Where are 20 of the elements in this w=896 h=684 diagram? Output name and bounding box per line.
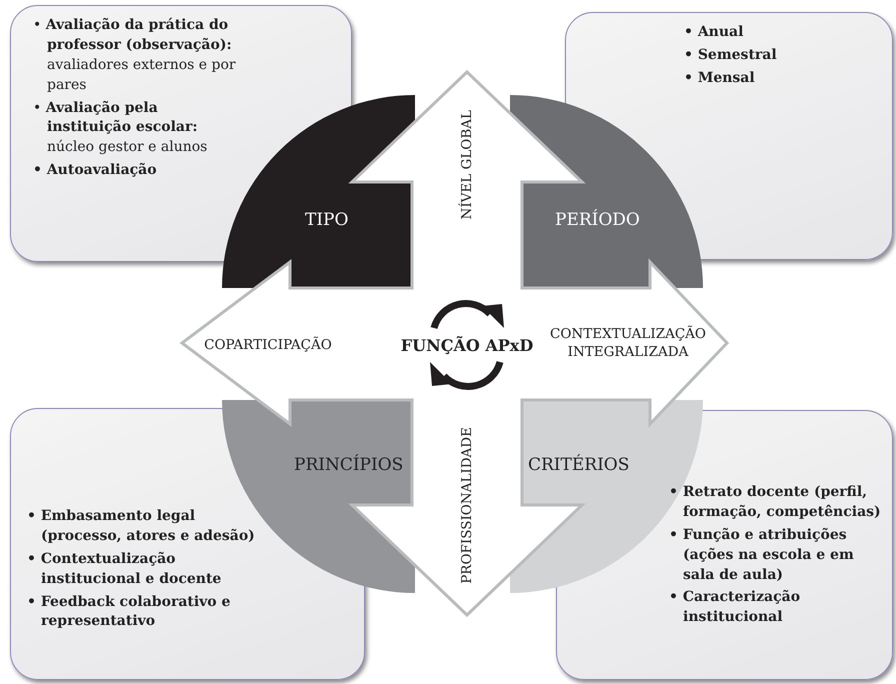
arrow-label: PROFISSIONALIDADE <box>458 426 476 584</box>
bullet-item: • Avaliação pela instituição escolar: núcleo gestor e alunos <box>33 98 208 158</box>
section-label: PRINCÍPIOS <box>294 455 404 475</box>
bullet-item: • Caracterização institucional <box>669 588 802 628</box>
bullet-item: • Retrato docente (perfil, formação, competências) <box>669 483 881 522</box>
arrow-label: COPARTICIPAÇÃO <box>183 336 353 354</box>
bullet-item: • Feedback colaborativo e representativo <box>27 592 232 632</box>
bullet-item: • Autoavaliação <box>33 161 158 180</box>
section-label: TIPO <box>305 210 348 230</box>
section-label: CRITÉRIOS <box>528 455 630 475</box>
section-label: PERÍODO <box>555 210 640 230</box>
bullet-item: • Anual <box>684 23 744 42</box>
bullet-item: • Função e atribuições (ações na escola e em sala de aula) <box>669 526 855 584</box>
arrow-label: NÍVEL GLOBAL <box>458 110 476 220</box>
bullet-item: • Mensal <box>684 68 756 88</box>
center-title: FUNÇÃO APxD <box>400 336 534 354</box>
bullet-item: • Avaliação da prática do professor (observação): avaliadores externos e por pares <box>33 16 237 95</box>
bullet-item: • Contextualização institucional e docente <box>27 550 222 589</box>
bullet-item: • Embasamento legal (processo, atores e adesão) <box>27 507 256 546</box>
bullet-item: • Semestral <box>684 46 778 65</box>
